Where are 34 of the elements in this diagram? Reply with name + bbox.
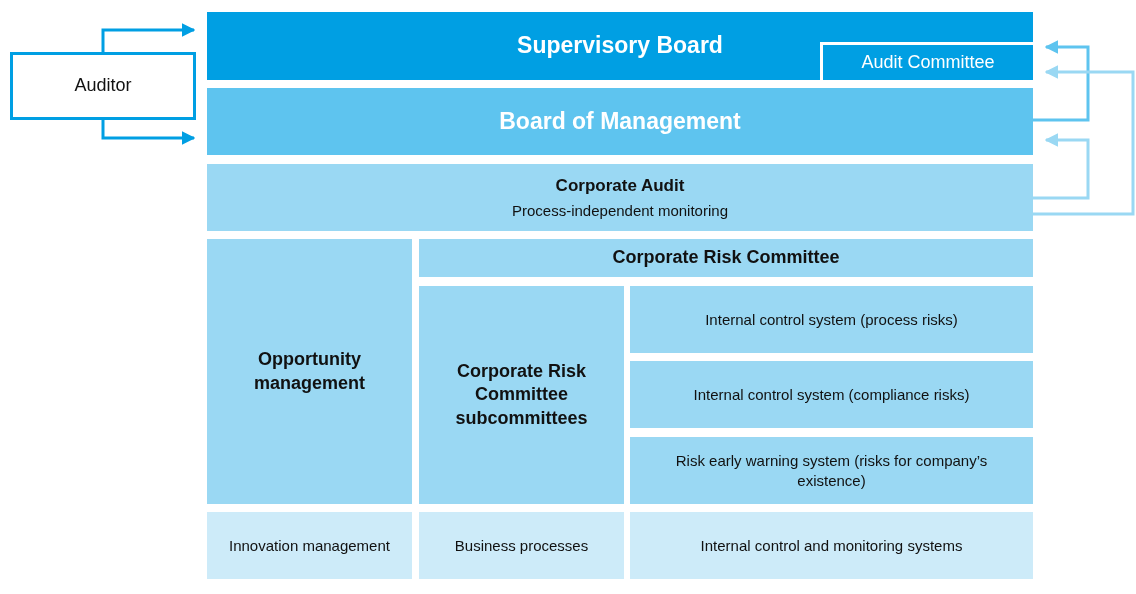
box-title: Supervisory Board <box>517 31 723 61</box>
box-title: Corporate Risk Committee subcommittees <box>454 359 589 430</box>
box-title: Innovation management <box>229 535 390 556</box>
arrow <box>101 120 196 145</box>
box-title: Corporate Risk Committee <box>612 246 840 270</box>
box-title: Internal control system (compliance risks) <box>693 384 970 405</box>
arrow <box>1033 65 1135 216</box>
committee-box <box>820 42 1033 80</box>
box-subtitle: Process-independent monitoring <box>512 200 728 221</box>
box-title: Internal control system (process risks) <box>705 309 958 330</box>
system-box <box>630 437 1033 504</box>
box-title: Opportunity management <box>252 348 366 395</box>
arrow <box>1033 133 1090 200</box>
auditor-box <box>10 52 196 120</box>
box-title: Internal control and monitoring systems <box>700 535 963 556</box>
unit-box <box>207 239 412 504</box>
arrow <box>101 23 196 52</box>
base-box <box>419 512 624 579</box>
box-title: Business processes <box>454 535 589 556</box>
committee-box <box>419 239 1033 277</box>
box-title: Audit Committee <box>861 50 995 74</box>
arrow <box>1033 40 1090 122</box>
box-title: Auditor <box>74 74 132 98</box>
board-box <box>207 88 1033 155</box>
board-box <box>207 12 1033 80</box>
box-title: Risk early warning system (risks for company’s existence) <box>674 451 989 490</box>
base-box <box>207 512 412 579</box>
system-box <box>630 286 1033 353</box>
system-box <box>630 361 1033 428</box>
unit-box <box>207 164 1033 231</box>
committee-box <box>419 286 624 504</box>
box-title: Board of Management <box>499 106 741 136</box>
box-title: Corporate Audit <box>555 174 685 197</box>
base-box <box>630 512 1033 579</box>
